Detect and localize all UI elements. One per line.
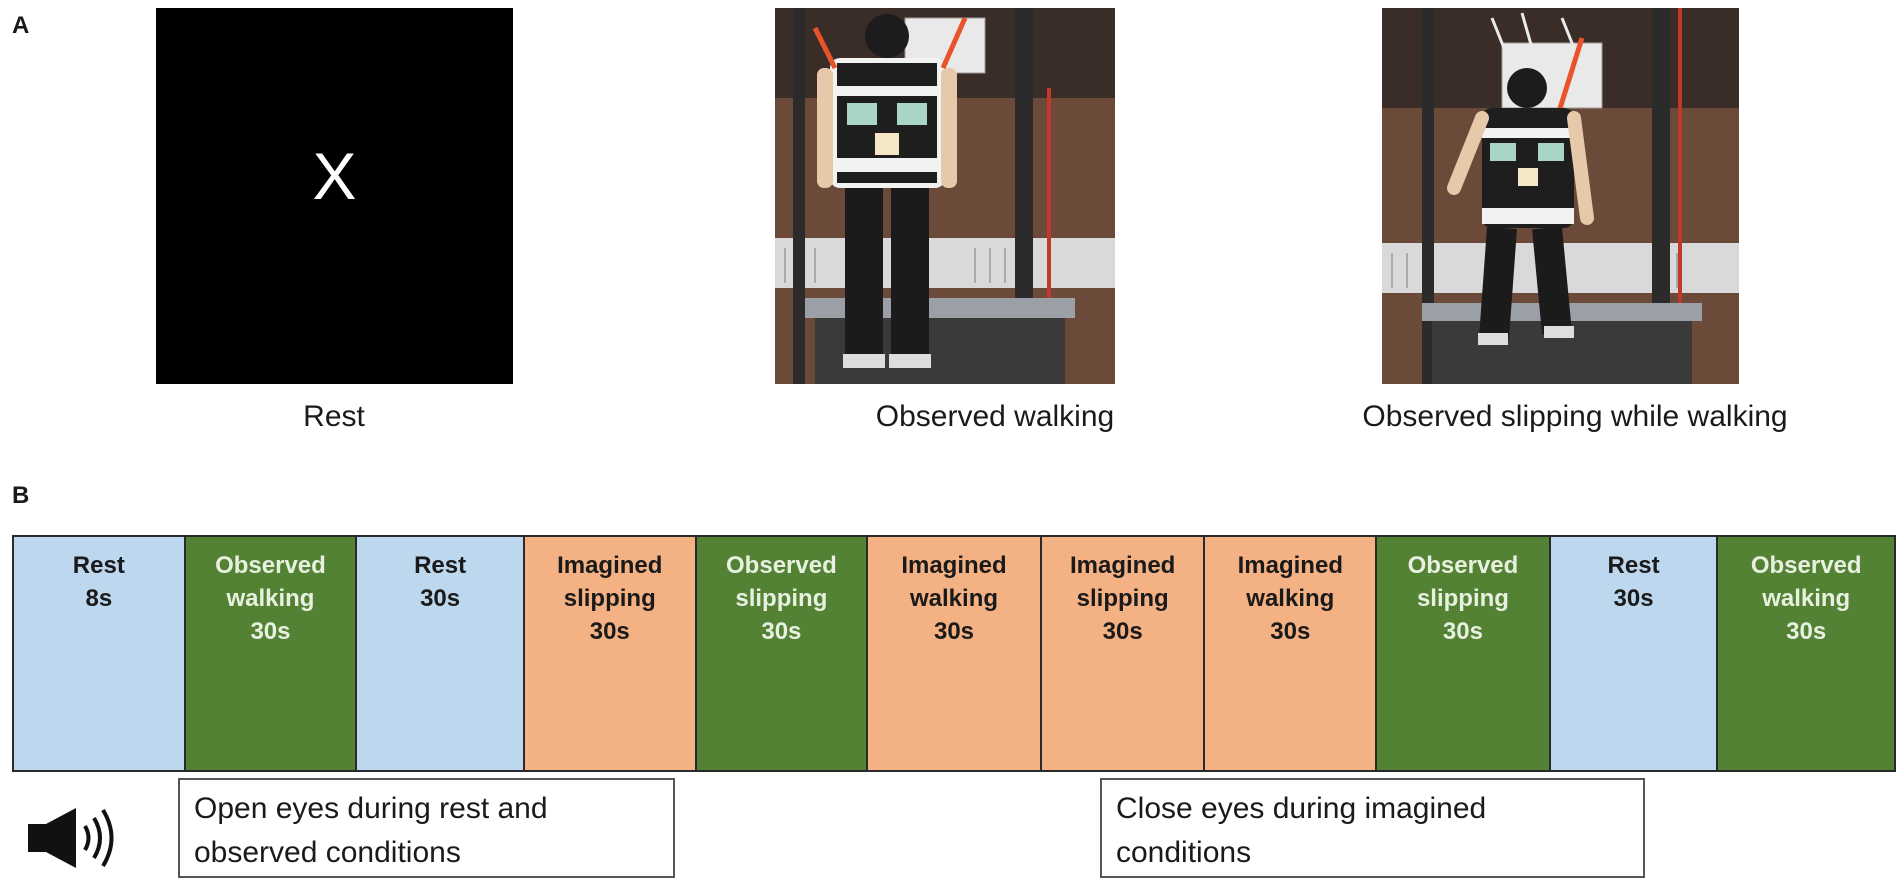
timeline-block-observed: Observed walking 30s [1718, 537, 1895, 770]
timeline-block-text: 8s [85, 585, 113, 612]
timeline-block-text: 30s [1270, 618, 1311, 645]
instruction-close-line-2: conditions [1116, 836, 1252, 869]
timeline-block-text: 30s [250, 618, 291, 645]
fixation-cross-image: X [156, 8, 513, 384]
caption-observed-slipping: Observed slipping while walking [1362, 400, 1788, 433]
timeline-block-text: Observed [726, 552, 837, 579]
timeline-block-text: Observed [1407, 552, 1519, 579]
timeline-block-text: walking [910, 585, 999, 612]
timeline-block-text: Rest [414, 552, 467, 579]
fixation-symbol: X [312, 139, 357, 213]
timeline-block-observed: Observed walking 30s [185, 537, 358, 770]
timeline-block-text: slipping [1416, 585, 1509, 612]
timeline-block-rest: Rest 30s [357, 537, 525, 770]
timeline-block-rest: Rest 8s [14, 537, 186, 770]
timeline-block-text: walking [226, 585, 315, 612]
timeline-block-text: Imagined [1237, 552, 1343, 579]
instruction-close-line-1: Close eyes during imagined [1116, 792, 1487, 825]
timeline-block-text: 30s [420, 585, 461, 612]
timeline-block-text: 30s [1613, 585, 1654, 612]
timeline-block-text: Imagined [901, 552, 1007, 579]
timeline-block-text: slipping [1076, 585, 1169, 612]
instruction-open-line-1: Open eyes during rest and [194, 792, 548, 825]
timeline-block-text: Imagined [557, 552, 663, 579]
caption-rest: Rest [303, 400, 365, 433]
timeline-block-text: slipping [735, 585, 828, 612]
timeline-block-text: walking [1762, 585, 1851, 612]
timeline-block-observed: Observed slipping 30s [1377, 537, 1551, 770]
timeline-block-text: Observed [215, 552, 326, 579]
walking-photo [775, 8, 1115, 384]
timeline-block-text: 30s [1102, 618, 1143, 645]
timeline-block-text: 30s [1786, 618, 1827, 645]
speaker-icon [28, 806, 128, 875]
slipping-photo [1382, 8, 1739, 384]
timeline-block-text: 30s [761, 618, 802, 645]
timeline-block-text: Imagined [1069, 552, 1176, 579]
timeline-block-text: 30s [1442, 618, 1483, 645]
panel-label-b: B [12, 482, 30, 509]
timeline-block-text: 30s [933, 618, 975, 645]
timeline-block-text: 30s [589, 618, 630, 645]
timeline-block-observed: Observed slipping 30s [696, 537, 869, 770]
timeline-block-imagined: Imagined walking 30s [868, 537, 1042, 770]
caption-observed-walking: Observed walking [875, 400, 1115, 433]
timeline-block-rest: Rest 30s [1550, 537, 1719, 770]
timeline-block-imagined: Imagined slipping 30s [524, 537, 697, 770]
panel-label-a: A [12, 12, 30, 39]
timeline-block-text: slipping [563, 585, 656, 612]
timeline-block-text: Observed [1750, 552, 1862, 579]
timeline-block-imagined: Imagined walking 30s [1205, 537, 1378, 770]
instruction-open-line-2: observed conditions [194, 836, 461, 869]
timeline-block-text: Rest [1607, 552, 1660, 579]
timeline-block-text: walking [1246, 585, 1335, 612]
instruction-open-eyes: Open eyes during rest and observed condi… [178, 778, 675, 878]
timeline-block-text: Rest [72, 552, 125, 579]
block-timeline: Rest 8s Observed walking 30s Rest 30s Imagined s… [12, 535, 1896, 772]
instruction-close-eyes: Close eyes during imagined conditions [1100, 778, 1645, 878]
timeline-block-imagined: Imagined slipping 30s [1041, 537, 1206, 770]
